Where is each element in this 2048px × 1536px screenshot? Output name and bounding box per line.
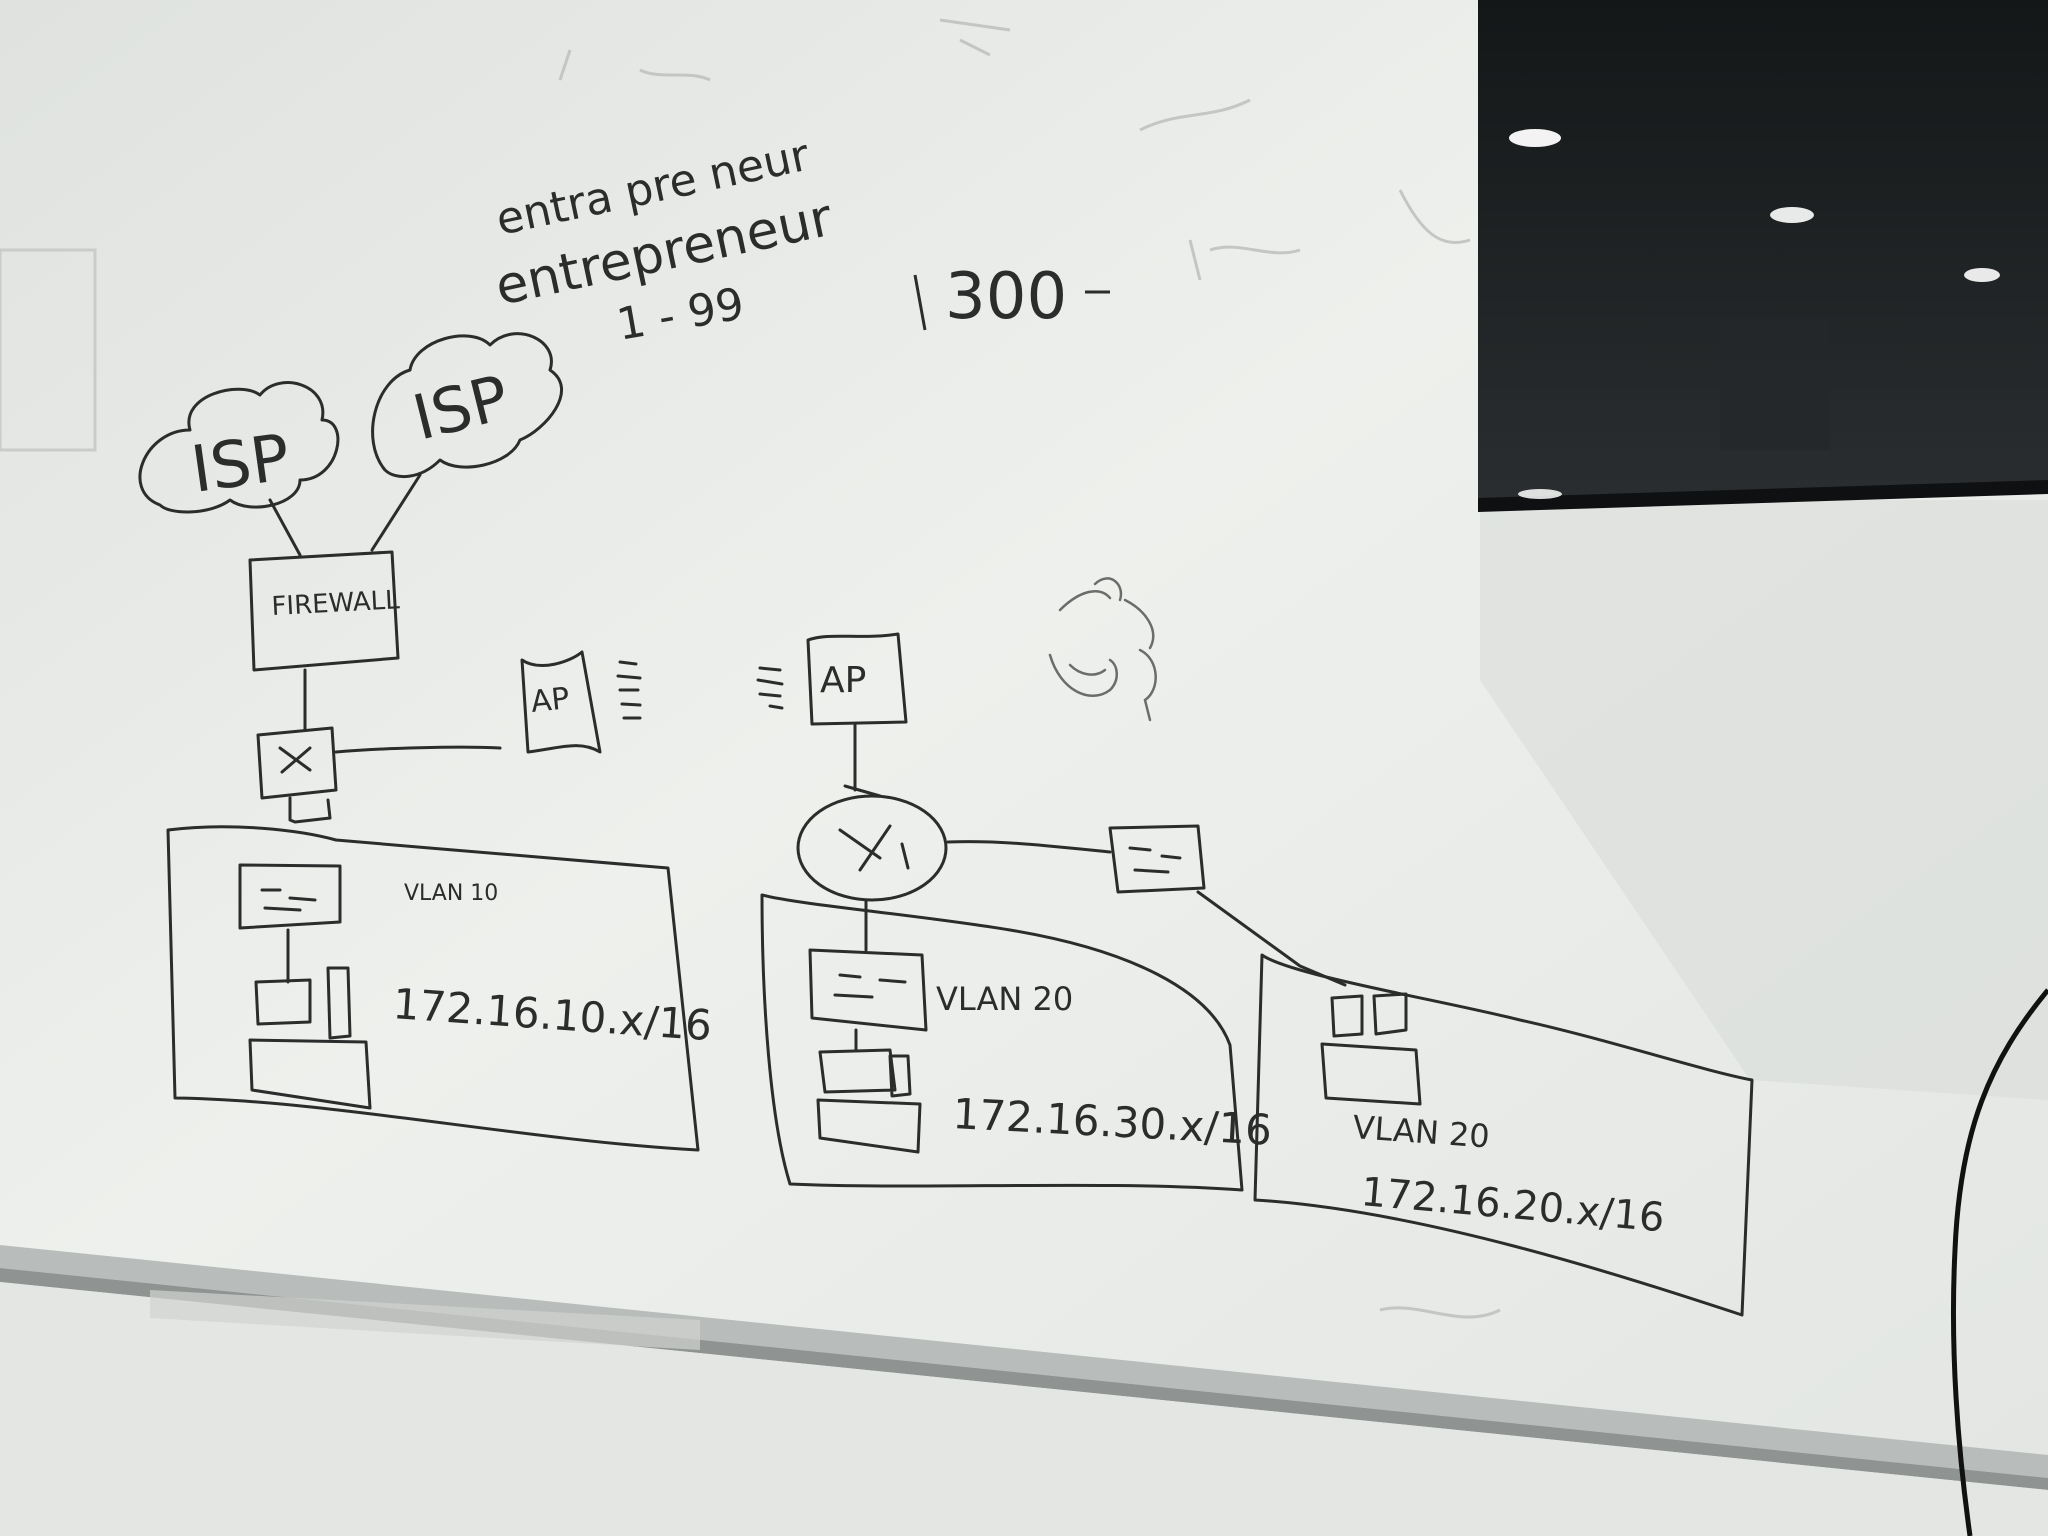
ceiling-light-reflection (1770, 207, 1814, 223)
vlan20a-zone (760, 893, 1244, 1192)
switch-right (1108, 824, 1206, 894)
vlan10-switch (238, 863, 342, 930)
vlan20a-switch (808, 948, 928, 1032)
vlan10-zone (166, 825, 700, 1152)
ap-right-box (806, 632, 908, 726)
vlan20a-pc (816, 1048, 922, 1154)
vlan10-label: VLAN 10 (404, 881, 498, 906)
firewall-box (248, 550, 400, 672)
link-isp-left-firewall (268, 498, 302, 557)
vlan20b-pc (1320, 992, 1422, 1106)
isp-left-label: ISP (187, 421, 294, 508)
ceiling-light-reflection (1964, 268, 2000, 282)
network-diagram (138, 332, 1754, 1317)
wall-below (0, 1282, 2048, 1536)
tv-screen (1478, 0, 2048, 512)
link-isp-right-firewall (370, 473, 422, 552)
vlan20a-label: VLAN 20 (936, 980, 1073, 1018)
isp-left-cloud (138, 381, 340, 514)
cable (1951, 988, 2048, 1536)
ap-left-label: AP (529, 681, 571, 720)
ap-left-box (520, 650, 602, 754)
board-tray (0, 1245, 2048, 1478)
core-router (796, 794, 948, 902)
isp-right-cloud (371, 332, 564, 479)
ceiling-light-reflection (1509, 129, 1561, 147)
edge-router (256, 726, 338, 800)
vlan10-pc (248, 966, 372, 1110)
shadow-area (1480, 500, 2048, 1100)
diagram-labels: ISP ISP FIREWALL AP AP VLAN 10 172.16.10… (187, 361, 1666, 1242)
note-amount: 300 (945, 260, 1067, 334)
vlan20b-zone (1253, 953, 1754, 1317)
smiley-doodle (1048, 577, 1157, 722)
erased-writing (558, 18, 1501, 1319)
firewall-label: FIREWALL (271, 585, 401, 622)
eraser-shadow (150, 1290, 700, 1350)
ap-right-label: AP (820, 660, 866, 701)
ceiling-light-reflection (1518, 489, 1562, 499)
erased-note-box (0, 248, 97, 452)
